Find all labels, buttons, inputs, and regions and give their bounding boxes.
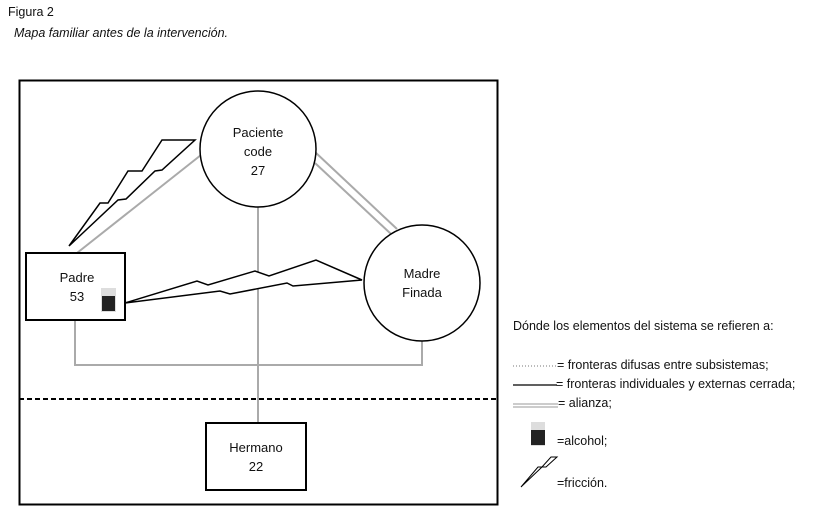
figure-caption: Mapa familiar antes de la intervención. bbox=[14, 26, 229, 40]
legend-friction-icon bbox=[520, 456, 559, 488]
madre-node bbox=[363, 224, 481, 342]
paciente-name: Paciente bbox=[232, 125, 284, 140]
padre-name: Padre bbox=[59, 270, 95, 285]
legend-alcohol-icon bbox=[531, 422, 545, 446]
legend-item-alliance: = alianza; bbox=[558, 396, 612, 410]
paciente-age: 27 bbox=[250, 163, 266, 178]
paciente-label: Paciente code 27 bbox=[200, 123, 316, 180]
legend-item-diffuse: = fronteras difusas entre subsistemas; bbox=[557, 358, 769, 372]
friction-padre-paciente-icon bbox=[68, 139, 197, 247]
padre-label: Padre 53 bbox=[42, 268, 112, 306]
system-boundary bbox=[18, 79, 499, 506]
madre-label: Madre Finada bbox=[364, 264, 480, 302]
paciente-node bbox=[199, 90, 317, 208]
madre-name: Madre bbox=[403, 266, 441, 281]
padre-paciente-line bbox=[76, 154, 202, 254]
parents-relation-line bbox=[74, 320, 423, 366]
paciente-nickname: code bbox=[243, 144, 273, 159]
hermano-label: Hermano 22 bbox=[206, 438, 306, 476]
legend-title: Dónde los elementos del sistema se refie… bbox=[513, 319, 774, 333]
legend-item-alcohol: =alcohol; bbox=[557, 434, 608, 448]
madre-status: Finada bbox=[402, 285, 442, 300]
figure-label: Figura 2 bbox=[8, 5, 54, 19]
legend-item-friction: =fricción. bbox=[557, 476, 608, 490]
hermano-age: 22 bbox=[248, 459, 264, 474]
padre-age: 53 bbox=[69, 289, 85, 304]
hermano-name: Hermano bbox=[229, 440, 283, 455]
hermano-node bbox=[205, 422, 307, 491]
alliance-line-a bbox=[314, 151, 398, 230]
alcohol-icon bbox=[101, 288, 116, 312]
friction-padre-madre-icon bbox=[124, 259, 363, 304]
legend-item-closed: = fronteras individuales y externas cerr… bbox=[556, 377, 796, 391]
alliance-line-b bbox=[314, 162, 392, 235]
